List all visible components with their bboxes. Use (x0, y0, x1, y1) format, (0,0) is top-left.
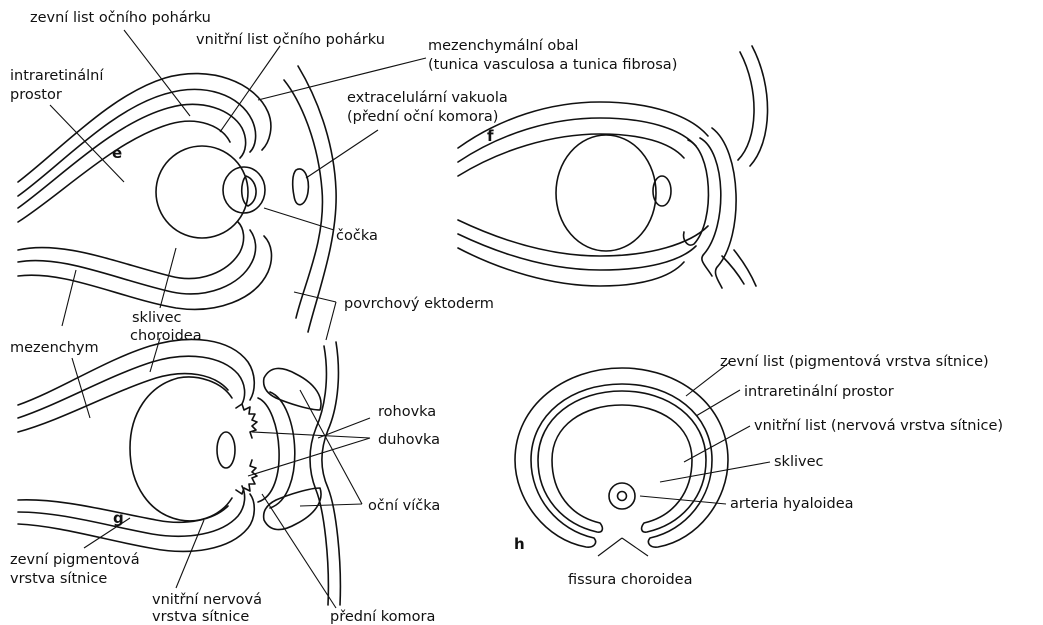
label-extracelularni-1: extracelulární vakuola (347, 90, 508, 106)
label-h-sklivec: sklivec (774, 454, 824, 470)
label-intraretinalni-1: intraretinální (10, 68, 104, 84)
label-h-intraretinalni: intraretinální prostor (744, 384, 894, 400)
label-mezenchymalni-obal-2: (tunica vasculosa a tunica fibrosa) (428, 57, 677, 73)
label-ocni-vicka: oční víčka (368, 498, 440, 514)
panel-e-label: e (112, 144, 122, 162)
label-vnitrni-list: vnitřní list očního pohárku (196, 32, 385, 48)
label-rohovka: rohovka (378, 404, 436, 420)
label-extracelularni-2: (přední oční komora) (347, 109, 498, 125)
label-h-fissura: fissura choroidea (568, 572, 692, 588)
label-h-zevni-list: zevní list (pigmentová vrstva sítnice) (720, 354, 989, 370)
panel-h: h (514, 368, 728, 553)
label-mezenchymalni-obal-1: mezenchymální obal (428, 38, 578, 54)
label-cocka: čočka (336, 228, 378, 244)
label-vnitrni-nervova-2: vrstva sítnice (152, 609, 249, 625)
label-mezenchym: mezenchym (10, 340, 99, 356)
panel-g-label: g (113, 509, 124, 527)
label-intraretinalni-2: prostor (10, 87, 62, 103)
label-vnitrni-nervova-1: vnitřní nervová (152, 592, 262, 608)
panel-f: f (458, 46, 768, 288)
panel-h-label: h (514, 535, 525, 553)
label-zevni-pigmentova-1: zevní pigmentová (10, 552, 140, 568)
panel-f-label: f (487, 127, 494, 145)
label-zevni-list: zevní list očního pohárku (30, 10, 211, 26)
panel-e: e (18, 66, 336, 332)
label-choroidea: choroidea (130, 328, 202, 344)
labels: zevní list očního pohárku vnitřní list o… (10, 10, 1003, 625)
label-h-arteria: arteria hyaloidea (730, 496, 854, 512)
label-predni-komora: přední komora (330, 609, 435, 625)
label-povrchovy-ektoderm: povrchový ektoderm (344, 296, 494, 312)
label-duhovka: duhovka (378, 432, 440, 448)
label-h-vnitrni-list: vnitřní list (nervová vrstva sítnice) (754, 418, 1003, 434)
label-sklivec: sklivec (132, 310, 182, 326)
label-zevni-pigmentova-2: vrstva sítnice (10, 571, 107, 587)
